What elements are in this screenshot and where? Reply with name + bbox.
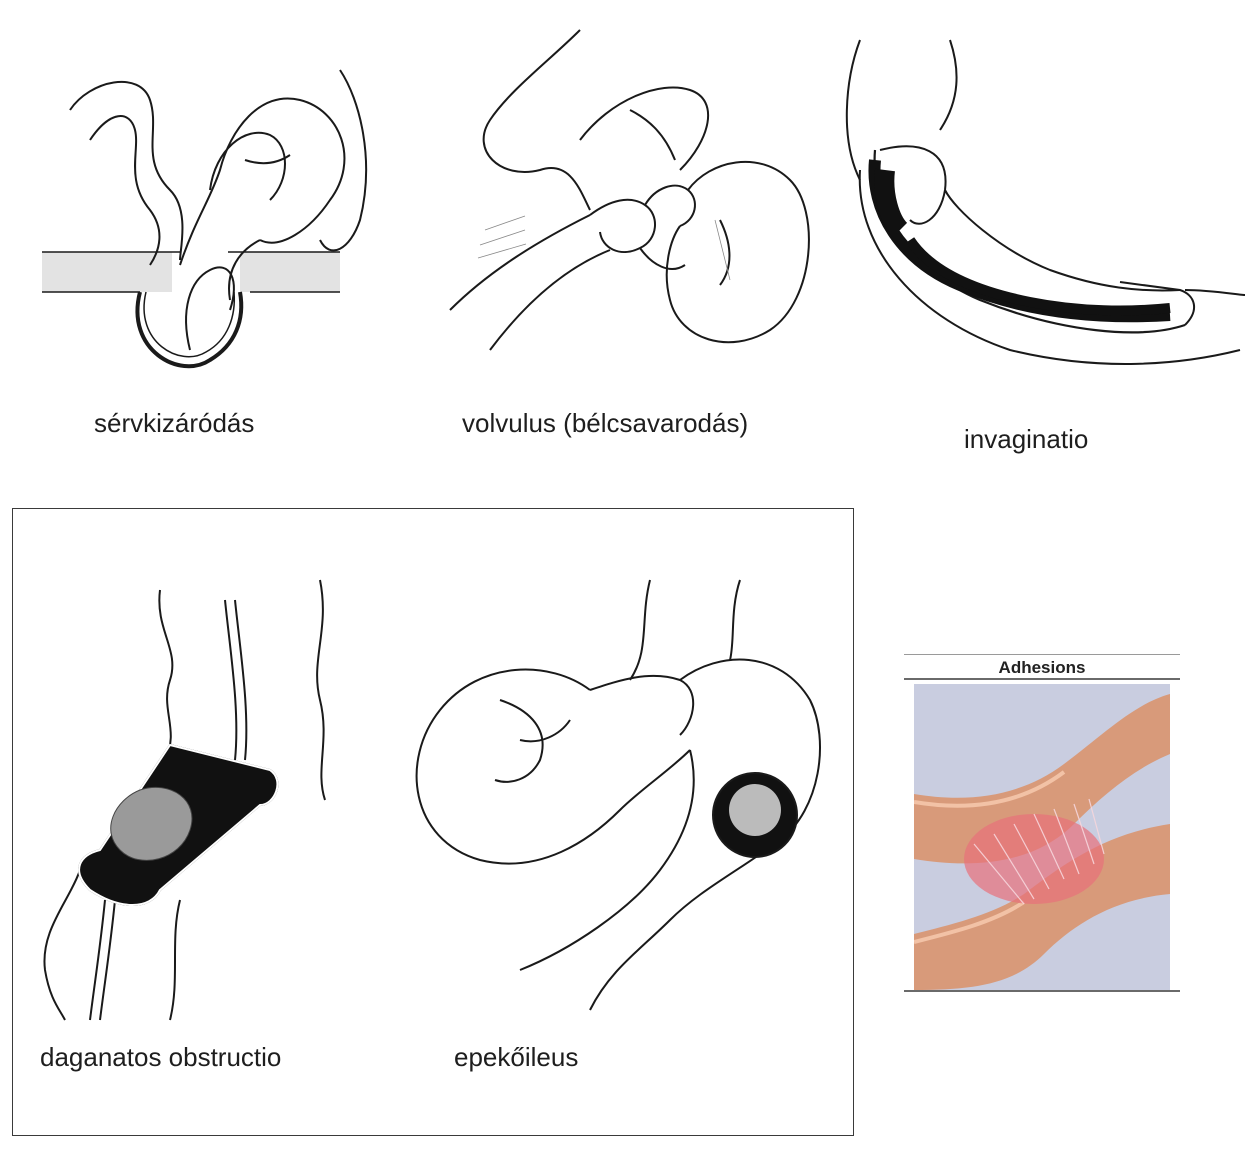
volvulus-drawing	[449, 29, 810, 351]
tumor-obstruction-illustration: daganatos obstructio	[30, 570, 370, 1072]
gallstone-ileus-illustration: epekőileus	[400, 570, 830, 1072]
gallstone-label: epekőileus	[454, 1042, 579, 1072]
gallstone-drawing	[415, 579, 821, 1011]
hernia-drawing	[42, 69, 368, 369]
hernia-illustration: sérvkizáródás	[30, 50, 390, 438]
adhesions-title: Adhesions	[904, 654, 1180, 680]
adhesions-drawing	[913, 684, 1170, 990]
adhesions-bottom-rule	[904, 990, 1180, 992]
lower-frame	[12, 508, 854, 1136]
hernia-label: sérvkizáródás	[94, 408, 255, 438]
invagination-illustration: invaginatio	[840, 20, 1250, 454]
volvulus-label: volvulus (bélcsavarodás)	[462, 408, 749, 438]
invagination-label: invaginatio	[964, 424, 1089, 454]
tumor-drawing	[43, 579, 326, 1021]
adhesions-figure: Adhesions	[904, 654, 1180, 994]
tumor-label: daganatos obstructio	[40, 1042, 282, 1072]
adhesions-image	[913, 684, 1170, 990]
volvulus-illustration: volvulus (bélcsavarodás)	[430, 20, 830, 438]
invagination-drawing	[845, 39, 1246, 365]
